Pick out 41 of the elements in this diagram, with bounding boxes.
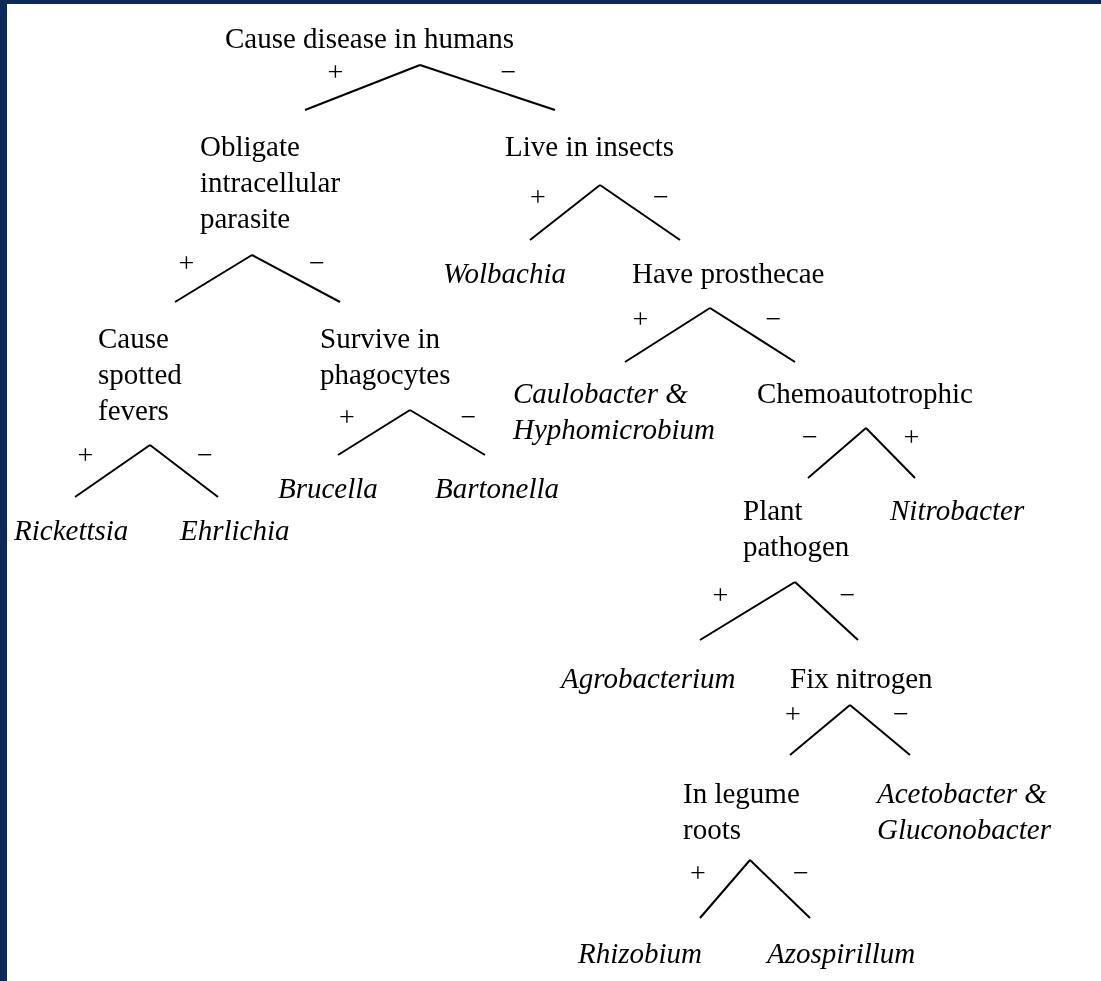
key-question: Have prosthecae [632, 256, 825, 291]
branch-line [599, 184, 681, 241]
branch-line [624, 307, 711, 363]
taxon-name: Wolbachia [443, 256, 566, 291]
taxon-name: Agrobacterium [561, 661, 736, 696]
key-question: Survive in phagocytes [320, 321, 452, 392]
branch-line [529, 184, 601, 241]
branch-line [174, 254, 253, 303]
branch-line [865, 427, 916, 479]
key-question: Chemoautotrophic [757, 376, 973, 411]
branch-line [794, 581, 859, 641]
branch-line [807, 427, 867, 479]
branch-line [419, 64, 556, 111]
taxon-name: Acetobacter & Gluconobacter [877, 776, 1052, 847]
taxon-name: Bartonella [435, 471, 560, 506]
branch-line [251, 254, 341, 303]
taxon-name: Brucella [278, 471, 378, 506]
taxon-name: Caulobacter & Hyphomicrobium [513, 376, 716, 447]
branch-line [149, 444, 219, 498]
key-question: Live in insects [505, 129, 675, 164]
key-question: Cause disease in humans [225, 21, 515, 56]
branch-line [699, 859, 751, 919]
key-question: Cause spotted fevers [98, 321, 183, 428]
key-question: Plant pathogen [743, 493, 851, 564]
branch-line [409, 409, 486, 456]
branch-line [337, 409, 411, 456]
taxon-name: Azospirillum [767, 936, 916, 971]
branch-line [789, 704, 851, 756]
branch-line [74, 444, 151, 498]
key-question: Fix nitrogen [790, 661, 933, 696]
taxon-name: Rickettsia [14, 513, 129, 548]
branch-line [699, 581, 796, 641]
key-question: In legume roots [683, 776, 801, 847]
branch-line [849, 704, 911, 756]
branch-line [304, 64, 421, 111]
key-question: Obligate intracellular parasite [200, 129, 342, 236]
branch-line [749, 859, 811, 919]
taxon-name: Rhizobium [578, 936, 703, 971]
branch-line [709, 307, 796, 363]
taxon-name: Ehrlichia [180, 513, 290, 548]
taxon-name: Nitrobacter [890, 493, 1025, 528]
